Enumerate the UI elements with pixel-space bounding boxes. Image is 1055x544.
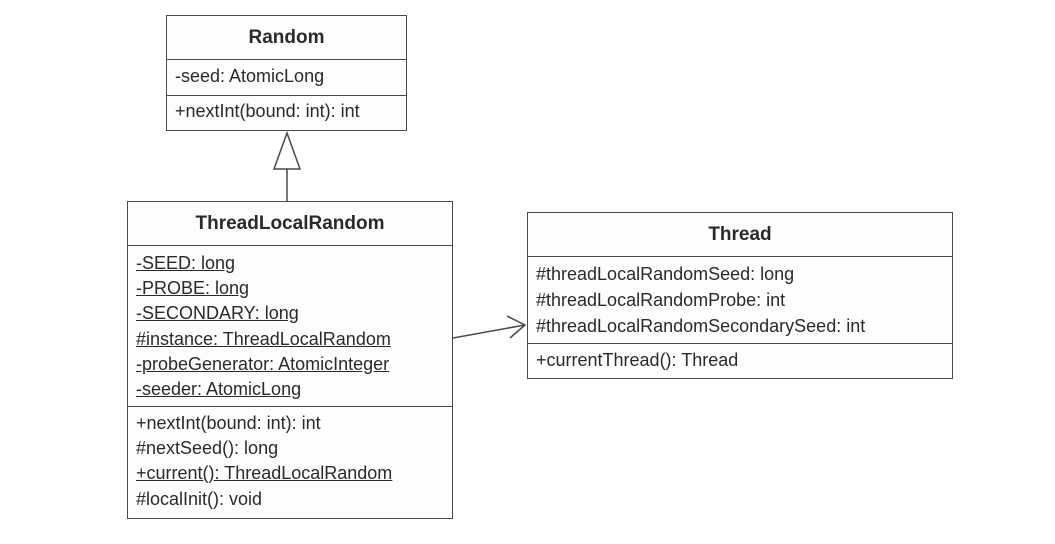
class-random-operations: +nextInt(bound: int): int xyxy=(167,96,406,130)
class-thread-name: Thread xyxy=(528,213,952,257)
class-attribute: #instance: ThreadLocalRandom xyxy=(136,328,391,349)
class-attribute: #threadLocalRandomSeed: long xyxy=(536,264,795,284)
class-thread[interactable]: Thread #threadLocalRandomSeed: long#thre… xyxy=(527,212,953,379)
association-line xyxy=(452,324,526,339)
class-attribute: -seed: AtomicLong xyxy=(175,66,325,86)
class-thread-local-random-operations: +nextInt(bound: int): int #nextSeed(): lo… xyxy=(128,407,452,518)
class-operation: +nextInt(bound: int): int xyxy=(136,413,321,433)
class-operation: +nextInt(bound: int): int xyxy=(175,101,360,121)
class-operation: #localInit(): void xyxy=(136,488,263,509)
class-random[interactable]: Random -seed: AtomicLong +nextInt(bound:… xyxy=(166,15,407,131)
class-operation: +currentThread(): Thread xyxy=(536,350,739,370)
class-attribute: -SECONDARY: long xyxy=(136,303,299,324)
class-thread-operations: +currentThread(): Thread xyxy=(528,344,952,378)
class-attribute: #threadLocalRandomSecondarySeed: int xyxy=(536,316,866,336)
class-random-attributes: -seed: AtomicLong xyxy=(167,60,406,96)
association-arrowhead xyxy=(506,315,527,339)
class-thread-local-random[interactable]: ThreadLocalRandom -SEED: long -PROBE: lon… xyxy=(127,201,453,519)
class-attribute: -PROBE: long xyxy=(136,278,250,299)
class-operation: +current(): ThreadLocalRandom xyxy=(136,463,393,484)
class-attribute: -seeder: AtomicLong xyxy=(136,379,302,400)
class-random-name: Random xyxy=(167,16,406,60)
class-thread-local-random-attributes: -SEED: long -PROBE: long -SECONDARY: long #… xyxy=(128,246,452,407)
class-attribute: -SEED: long xyxy=(136,253,236,273)
class-attribute: #threadLocalRandomProbe: int xyxy=(536,290,786,310)
class-thread-attributes: #threadLocalRandomSeed: long #threadLocal… xyxy=(528,257,952,344)
class-attribute: -probeGenerator: AtomicInteger xyxy=(136,353,390,374)
class-operation: #nextSeed(): long xyxy=(136,438,279,459)
generalization-arrowhead xyxy=(272,130,302,170)
class-thread-local-random-name: ThreadLocalRandom xyxy=(128,202,452,246)
